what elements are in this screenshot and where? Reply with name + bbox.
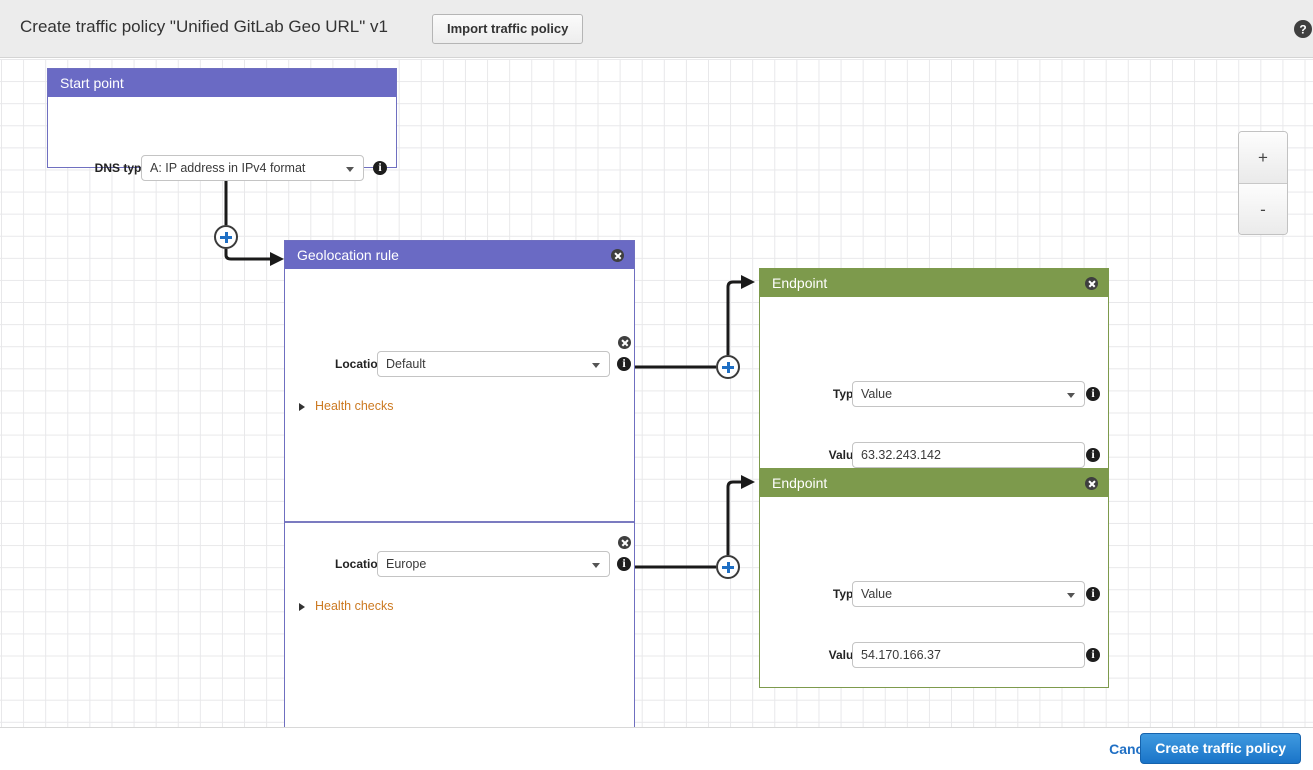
junction-add-endpoint-1[interactable]	[716, 355, 740, 379]
endpoint-card-2: Endpoint Type Value Value 54.170.166.37	[759, 468, 1109, 688]
dns-type-label: DNS type	[94, 161, 148, 175]
start-point-header: Start point	[48, 69, 396, 97]
endpoint-1-type-value: Value	[861, 387, 893, 401]
endpoint-2-type-label: Type	[832, 587, 860, 601]
junction-add-start-to-rule[interactable]	[214, 225, 238, 249]
policy-canvas[interactable]: Start point DNS type A: IP address in IP…	[0, 59, 1313, 727]
endpoint-1-title: Endpoint	[772, 275, 828, 291]
canvas-zoom-controls: + -	[1238, 131, 1288, 235]
endpoint-1-value-label: Value	[828, 448, 860, 462]
endpoint-2-title: Endpoint	[772, 475, 828, 491]
close-icon[interactable]	[1085, 276, 1098, 290]
location-1-select[interactable]: Default	[377, 351, 610, 377]
close-icon[interactable]	[611, 248, 624, 262]
endpoint-1-value-text: 63.32.243.142	[861, 448, 941, 462]
chevron-down-icon	[346, 167, 354, 172]
geolocation-rule-header: Geolocation rule	[285, 241, 634, 269]
dns-type-value: A: IP address in IPv4 format	[150, 161, 306, 175]
endpoint-1-value-info-icon[interactable]	[1086, 447, 1100, 462]
geolocation-rule-card: Geolocation rule Location Default Health…	[284, 240, 635, 727]
geo-location-divider	[285, 521, 634, 523]
endpoint-1-type-label: Type	[832, 387, 860, 401]
remove-geo-location-1-icon[interactable]	[618, 336, 631, 349]
dns-type-select[interactable]: A: IP address in IPv4 format	[141, 155, 364, 181]
location-1-value: Default	[386, 357, 426, 371]
chevron-right-icon	[299, 403, 305, 411]
close-icon[interactable]	[1085, 476, 1098, 490]
endpoint-1-type-info-icon[interactable]	[1086, 386, 1100, 401]
endpoint-2-value-text: 54.170.166.37	[861, 648, 941, 662]
location-2-label: Location	[335, 557, 385, 571]
zoom-in-button[interactable]: +	[1239, 132, 1287, 183]
location-1-info-icon[interactable]	[617, 356, 631, 371]
create-traffic-policy-button[interactable]: Create traffic policy	[1140, 733, 1301, 764]
help-circle-icon[interactable]: ?	[1293, 19, 1313, 39]
location-2-select[interactable]: Europe	[377, 551, 610, 577]
health-checks-toggle-1[interactable]: Health checks	[299, 399, 394, 413]
start-point-title: Start point	[60, 75, 124, 91]
health-checks-1-label: Health checks	[315, 399, 394, 413]
dns-type-info-icon[interactable]	[373, 160, 387, 175]
endpoint-2-type-value: Value	[861, 587, 893, 601]
import-traffic-policy-button[interactable]: Import traffic policy	[432, 14, 584, 44]
endpoint-2-value-input[interactable]: 54.170.166.37	[852, 642, 1085, 668]
chevron-down-icon	[592, 563, 600, 568]
connector-wires	[224, 169, 755, 569]
health-checks-toggle-2[interactable]: Health checks	[299, 599, 394, 613]
endpoint-2-header: Endpoint	[760, 469, 1108, 497]
location-2-info-icon[interactable]	[617, 556, 631, 571]
endpoint-2-type-info-icon[interactable]	[1086, 586, 1100, 601]
start-point-card: Start point DNS type A: IP address in IP…	[47, 68, 397, 181]
chevron-down-icon	[1067, 393, 1075, 398]
chevron-right-icon	[299, 603, 305, 611]
svg-text:?: ?	[1299, 23, 1306, 37]
endpoint-1-header: Endpoint	[760, 269, 1108, 297]
junction-add-endpoint-2[interactable]	[716, 555, 740, 579]
endpoint-2-value-info-icon[interactable]	[1086, 647, 1100, 662]
location-1-label: Location	[335, 357, 385, 371]
footer-action-bar: Cancel Create traffic policy	[0, 727, 1313, 770]
page-title: Create traffic policy "Unified GitLab Ge…	[20, 17, 388, 36]
remove-geo-location-2-icon[interactable]	[618, 536, 631, 549]
health-checks-2-label: Health checks	[315, 599, 394, 613]
zoom-out-button[interactable]: -	[1239, 184, 1287, 234]
endpoint-card-1: Endpoint Type Value Value 63.32.243.142	[759, 268, 1109, 488]
endpoint-2-value-label: Value	[828, 648, 860, 662]
chevron-down-icon	[592, 363, 600, 368]
endpoint-1-value-input[interactable]: 63.32.243.142	[852, 442, 1085, 468]
endpoint-1-type-select[interactable]: Value	[852, 381, 1085, 407]
zoom-divider	[1239, 183, 1287, 184]
chevron-down-icon	[1067, 593, 1075, 598]
app-header: Create traffic policy "Unified GitLab Ge…	[0, 0, 1313, 58]
geolocation-rule-title: Geolocation rule	[297, 247, 399, 263]
endpoint-2-type-select[interactable]: Value	[852, 581, 1085, 607]
location-2-value: Europe	[386, 557, 427, 571]
